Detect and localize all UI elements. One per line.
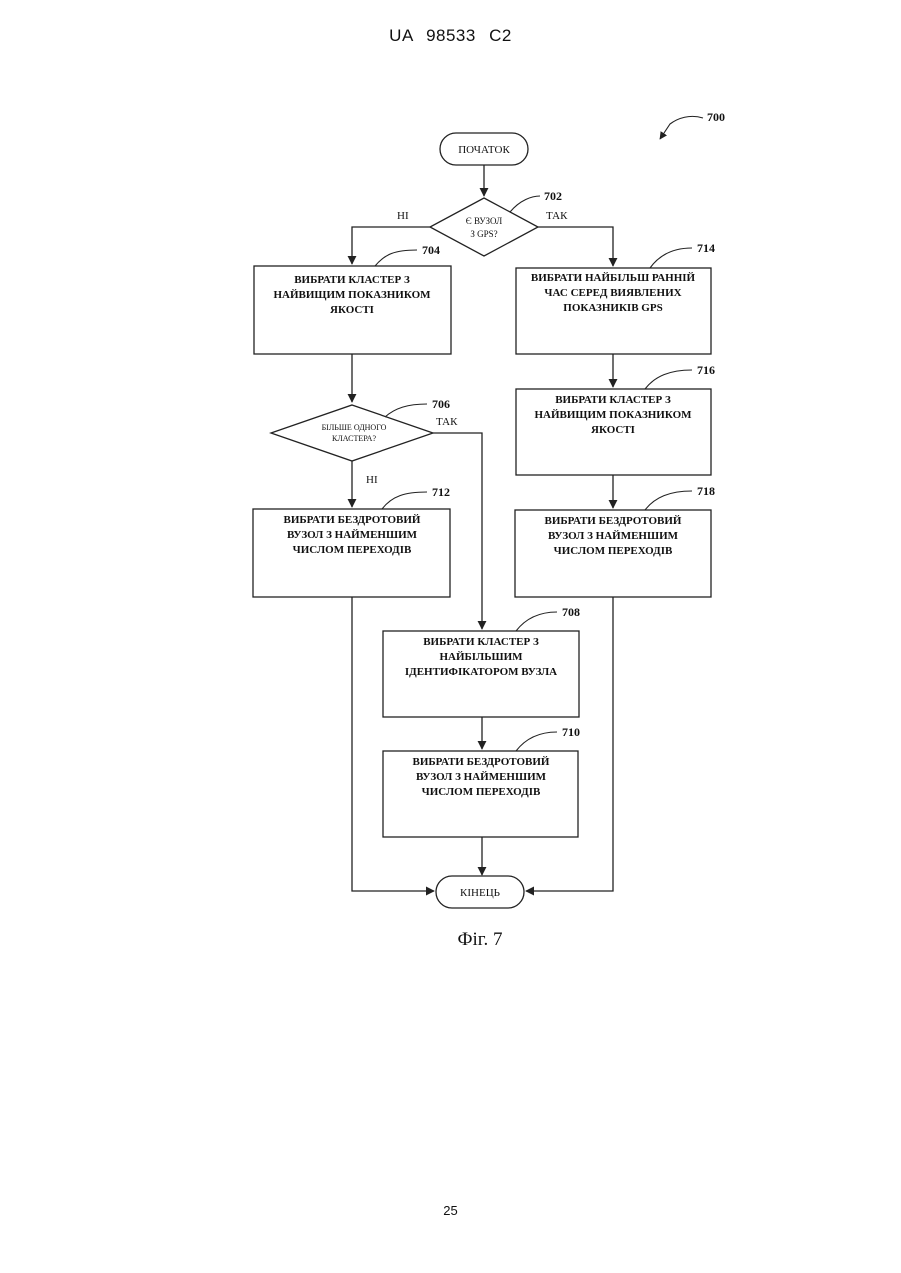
process-712-line-2: ВУЗОЛ З НАЙМЕНШИМ	[287, 529, 418, 541]
ref-714-leader	[650, 248, 692, 268]
process-718-line-2: ВУЗОЛ З НАЙМЕНШИМ	[548, 530, 679, 542]
ref-702-leader	[510, 196, 540, 212]
process-710-line-2: ВУЗОЛ З НАЙМЕНШИМ	[416, 771, 547, 783]
process-708-line-1: ВИБРАТИ КЛАСТЕР З	[423, 636, 539, 648]
ref-702: 702	[544, 189, 562, 203]
process-716-line-3: ЯКОСТІ	[591, 424, 635, 436]
ref-712-leader	[382, 492, 427, 509]
process-712-line-3: ЧИСЛОМ ПЕРЕХОДІВ	[293, 544, 412, 556]
ref-718-leader	[645, 491, 692, 510]
ref-710-leader	[516, 732, 557, 751]
decision-702	[430, 198, 538, 256]
decision-706-line-2: КЛАСТЕРА?	[332, 434, 376, 443]
process-718-line-3: ЧИСЛОМ ПЕРЕХОДІВ	[554, 545, 673, 557]
process-704-line-1: ВИБРАТИ КЛАСТЕР З	[294, 274, 410, 286]
ref-718: 718	[697, 484, 715, 498]
figure-ref-pointer	[660, 116, 703, 139]
process-704-line-3: ЯКОСТІ	[330, 304, 374, 316]
ref-714: 714	[697, 241, 715, 255]
process-718-line-1: ВИБРАТИ БЕЗДРОТОВИЙ	[545, 515, 682, 527]
ref-704-leader	[375, 250, 417, 266]
ref-712: 712	[432, 485, 450, 499]
ref-706-leader	[385, 404, 427, 417]
end-label: КІНЕЦЬ	[460, 887, 500, 899]
start-label: ПОЧАТОК	[458, 144, 510, 156]
process-714-line-3: ПОКАЗНИКІВ GPS	[563, 302, 662, 314]
ref-708-leader	[516, 612, 557, 631]
edge-702-no-label: НІ	[397, 210, 409, 222]
ref-710: 710	[562, 725, 580, 739]
process-708-line-3: ІДЕНТИФІКАТОРОМ ВУЗЛА	[405, 666, 557, 678]
decision-706-line-1: БІЛЬШЕ ОДНОГО	[322, 423, 387, 432]
process-708-line-2: НАЙБІЛЬШИМ	[439, 651, 523, 663]
process-712-line-1: ВИБРАТИ БЕЗДРОТОВИЙ	[284, 514, 421, 526]
ref-716-leader	[645, 370, 692, 389]
ref-704: 704	[422, 243, 440, 257]
process-714-line-2: ЧАС СЕРЕД ВИЯВЛЕНИХ	[544, 287, 681, 299]
ref-716: 716	[697, 363, 715, 377]
decision-702-line-2: З GPS?	[470, 229, 497, 239]
process-710-line-1: ВИБРАТИ БЕЗДРОТОВИЙ	[413, 756, 550, 768]
process-704-line-2: НАЙВИЩИМ ПОКАЗНИКОМ	[273, 289, 431, 301]
ref-706: 706	[432, 397, 450, 411]
edge-702-yes	[538, 227, 613, 266]
page-number: 25	[0, 1203, 901, 1218]
edge-702-no	[352, 227, 430, 264]
figure-ref-label: 700	[707, 110, 725, 124]
figure-caption: Фіг. 7	[458, 929, 503, 950]
process-716-line-2: НАЙВИЩИМ ПОКАЗНИКОМ	[534, 409, 692, 421]
ref-708: 708	[562, 605, 580, 619]
decision-702-line-1: Є ВУЗОЛ	[466, 216, 502, 226]
edge-706-yes-label: ТАК	[436, 416, 458, 428]
decision-706	[271, 405, 433, 461]
edge-702-yes-label: ТАК	[546, 210, 568, 222]
process-710-line-3: ЧИСЛОМ ПЕРЕХОДІВ	[422, 786, 541, 798]
process-716-line-1: ВИБРАТИ КЛАСТЕР З	[555, 394, 671, 406]
process-714-line-1: ВИБРАТИ НАЙБІЛЬШ РАННІЙ	[531, 272, 696, 284]
edge-706-no-label: НІ	[366, 474, 378, 486]
